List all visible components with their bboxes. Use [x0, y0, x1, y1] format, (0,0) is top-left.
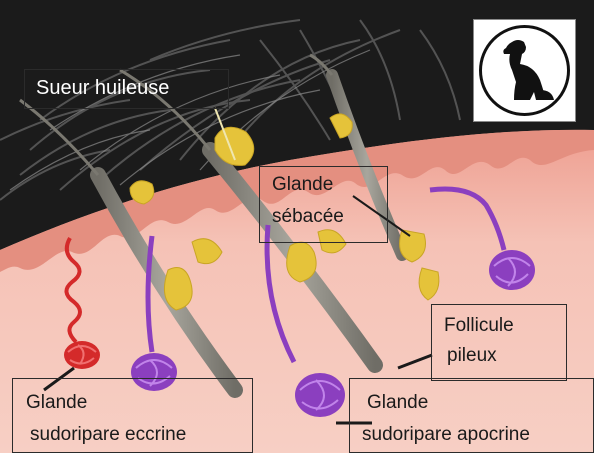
logo-box	[473, 19, 576, 122]
apocrine-label-line1: Glande	[367, 391, 428, 414]
sebaceous-label-line1: Glande	[272, 173, 333, 196]
sitting-dog-icon	[474, 20, 575, 121]
eccrine-label-line2: sudoripare eccrine	[30, 423, 186, 446]
sebaceous-label-line2: sébacée	[272, 205, 344, 228]
oily-sweat-label: Sueur huileuse	[36, 77, 169, 100]
follicle-label-line2: pileux	[447, 344, 497, 367]
eccrine-label-line1: Glande	[26, 391, 87, 414]
apocrine-label-line2: sudoripare apocrine	[362, 423, 530, 446]
follicle-label-line1: Follicule	[444, 314, 514, 337]
